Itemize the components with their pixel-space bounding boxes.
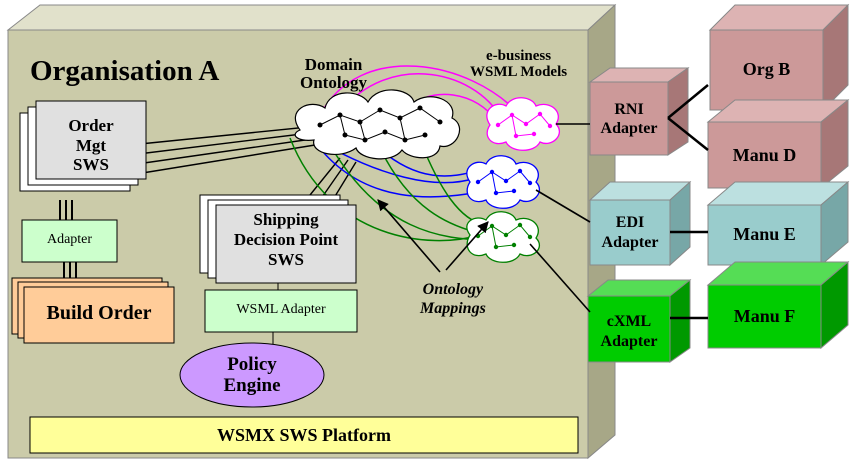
edi-adapter-label: EDI Adapter <box>590 213 670 253</box>
manu-e-block <box>706 180 850 267</box>
rni-model-cloud <box>486 97 561 151</box>
order-sws-line1: Order <box>68 116 114 135</box>
platform-label: WSMX SWS Platform <box>217 425 391 445</box>
build-order-label: Build Order <box>46 302 152 324</box>
order-sws-stack <box>19 100 147 192</box>
order-sws-line3: SWS <box>73 155 109 175</box>
cxml-line1: cXML <box>606 313 652 330</box>
order-sws-label: Order Mgt SWS <box>36 116 146 175</box>
wsml-adapter-label: WSML Adapter <box>236 302 326 317</box>
manu-f-block <box>706 260 850 350</box>
edi-line2: Adapter <box>601 234 659 251</box>
mapping-arrows <box>377 199 489 273</box>
cloud-adapter-links <box>529 123 591 313</box>
rni-line2: Adapter <box>600 120 658 138</box>
ebiz-line1: e-business <box>486 48 552 64</box>
ebiz-models-label: e-business WSML Models <box>470 48 568 81</box>
organisation-title: Organisation A <box>30 55 220 87</box>
manu-e-label: Manu E <box>733 224 796 244</box>
policy-engine-label: Policy Engine <box>180 354 324 397</box>
cxml-model-cloud <box>466 211 541 263</box>
manu-f-label: Manu F <box>733 306 796 326</box>
ontology-mappings-label: Ontology Mappings <box>420 280 486 318</box>
policy-line2: Engine <box>223 374 281 396</box>
policy-line1: Policy <box>227 354 277 375</box>
domain-ontology-label: Domain Ontology <box>300 56 367 92</box>
order-sws-connections <box>129 126 316 176</box>
order-adapter-connectors <box>59 200 77 280</box>
edi-model-cloud <box>466 155 541 209</box>
manu-d-label: Manu D <box>732 145 797 165</box>
cxml-adapter-label: cXML Adapter <box>588 312 670 352</box>
domain-ontology-line2: Ontology <box>300 72 368 92</box>
order-sws-line2: Mgt <box>75 135 107 155</box>
edi-line1: EDI <box>615 214 645 231</box>
shipping-sws-stack <box>199 194 357 284</box>
shipping-sws-label: Shipping Decision Point SWS <box>216 210 356 270</box>
ebiz-line2: WSML Models <box>470 63 568 80</box>
edi-adapter-block <box>588 180 692 267</box>
cxml-line2: Adapter <box>600 333 658 350</box>
wsml-adapter-box <box>204 289 358 333</box>
domain-ontology-line1: Domain <box>304 55 363 74</box>
mappings-line1: Ontology <box>422 281 484 298</box>
shipping-line2: Decision Point <box>233 230 339 250</box>
shipping-line1: Shipping <box>253 210 319 229</box>
manu-d-block <box>706 98 850 190</box>
build-order-stack <box>11 277 175 344</box>
mappings-line2: Mappings <box>420 300 486 318</box>
adapter-box <box>21 219 118 263</box>
platform-bar <box>29 416 579 454</box>
org-b-block <box>708 3 850 112</box>
cxml-adapter-block <box>586 278 692 363</box>
rni-line1: RNI <box>614 101 644 118</box>
policy-engine-ellipse <box>179 342 325 408</box>
org-b-label: Org B <box>742 59 791 79</box>
rni-adapter-block <box>588 67 690 156</box>
shipping-line3: SWS <box>268 250 304 270</box>
adapter-label: Adapter <box>46 232 93 247</box>
rni-adapter-label: RNI Adapter <box>590 100 668 138</box>
partner-links <box>667 84 709 320</box>
domain-ontology-cloud <box>294 89 461 160</box>
